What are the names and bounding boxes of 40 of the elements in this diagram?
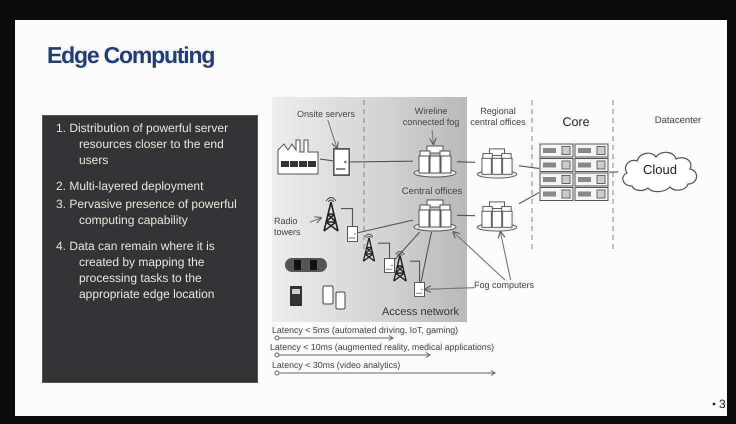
callout-label: Fog computers <box>474 280 536 291</box>
page-number: 3 <box>719 397 727 412</box>
column-heading: Regional central offices <box>469 106 527 128</box>
connector-line <box>410 260 420 282</box>
callout-label: Wireline connected fog <box>402 106 460 128</box>
access-network-region <box>272 97 467 322</box>
callout-label: Onsite servers <box>296 109 356 120</box>
connector-line <box>378 242 390 258</box>
slide-title: Edge Computing <box>47 42 214 69</box>
column-heading: Central offices <box>400 186 464 198</box>
connector-line <box>350 160 413 162</box>
connector-line <box>456 161 476 163</box>
leader-line <box>327 120 339 150</box>
leader-line <box>452 230 506 280</box>
list-item: 3. Pervasive presence of powerful computing capability <box>55 196 238 228</box>
node-label: Cloud <box>642 162 678 177</box>
leader-line <box>428 130 437 146</box>
list-item: 2. Multi-layered deployment <box>55 178 204 194</box>
connector-line <box>457 214 475 216</box>
connector-line <box>518 192 540 204</box>
connector-line <box>358 220 414 234</box>
connector-line <box>420 232 432 282</box>
latency-label: Latency < 30ms (video analytics) <box>272 360 402 371</box>
latency-label: Latency < 10ms (augmented reality, medical applications) <box>270 342 496 353</box>
text-panel <box>42 115 258 383</box>
list-item: 1. Distribution of powerful server resources closer to the end users <box>55 120 230 168</box>
list-item: 4. Data can remain where it is created by mapping the processing tasks to the appropriate edge location <box>55 238 216 302</box>
column-heading: Core <box>561 115 591 130</box>
region-label: Access network <box>382 306 459 318</box>
leader-line <box>498 230 512 280</box>
connector-line <box>394 232 420 260</box>
connector-line <box>518 165 540 169</box>
connector-line <box>341 208 354 226</box>
column-heading: Datacenter <box>654 115 702 126</box>
callout-label: Radio towers <box>274 216 302 238</box>
latency-label: Latency < 5ms (automated driving, IoT, gaming) <box>272 325 460 336</box>
connector-line <box>608 171 618 173</box>
connector-line <box>320 158 334 162</box>
leader-line <box>424 285 474 294</box>
leader-line <box>310 216 322 224</box>
